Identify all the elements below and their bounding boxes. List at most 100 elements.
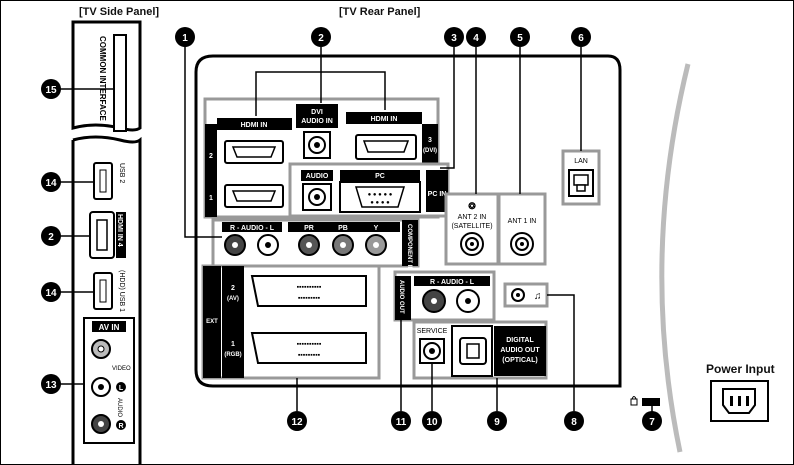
scart-ext1-port [250,332,367,364]
svg-text:(RGB): (RGB) [224,352,241,358]
callout-1 [175,27,195,47]
svg-text:12: 12 [291,417,303,428]
svg-text:(DVI): (DVI) [423,148,437,154]
side-panel-heading: [TV Side Panel] [79,6,160,18]
l-label: L [119,385,124,392]
hdmi-in3-label: HDMI IN [371,116,398,123]
svg-text:2: 2 [48,232,54,243]
kensington-lock-icon [630,396,660,406]
callout-2-side [41,226,61,246]
usb2-label: USB 2 [118,163,125,183]
video-label: VIDEO [112,366,131,372]
lan-label: LAN [574,158,588,165]
common-interface-label: COMMON INTERFACE [98,36,107,122]
svg-text:4: 4 [473,33,479,44]
svg-text:● ● ● ● ●: ● ● ● ● ● [368,192,393,198]
svg-text:1: 1 [231,341,235,348]
svg-text:AUDIO OUT: AUDIO OUT [500,347,540,354]
svg-text:2: 2 [209,153,213,160]
svg-text:3: 3 [451,33,457,44]
callout-6 [571,27,591,47]
svg-text:1: 1 [209,195,213,202]
callout-9 [487,411,507,431]
callout-3 [444,27,464,47]
svg-text:7: 7 [649,417,655,428]
headphone-icon: ♫ [534,291,542,302]
svg-text:14: 14 [45,288,57,299]
svg-text:DVI: DVI [311,109,323,116]
svg-text:▪▪▪▪▪▪▪▪▪: ▪▪▪▪▪▪▪▪▪ [298,352,321,359]
svg-text:9: 9 [494,417,500,428]
svg-text:11: 11 [396,417,407,428]
svg-text:❂: ❂ [467,201,476,211]
svg-text:PC IN: PC IN [428,191,447,198]
side-panel: COMMON INTERFACE USB 2 HDMI IN 4 (HDD) U… [71,20,142,465]
svg-text:(AV): (AV) [227,296,239,302]
svg-text:● ● ● ●: ● ● ● ● [370,200,390,206]
callout-4 [466,27,486,47]
r-badge [116,420,126,430]
av-in-label: AV IN [99,323,120,332]
pc-block: AUDIO PC ● ● ● ● ● ● ● ● ● PC IN [288,162,450,218]
callout-12 [287,411,307,431]
hdmi-in4-badge [116,212,126,258]
r-label: R [118,423,123,430]
tv-back-edge [659,63,691,453]
svg-text:13: 13 [45,380,57,391]
svg-text:AUDIO IN: AUDIO IN [301,118,333,125]
svg-text:2: 2 [231,285,235,292]
svg-text:R - AUDIO - L: R - AUDIO - L [230,225,275,232]
scart-ext2-port [250,275,367,307]
svg-text:8: 8 [571,417,577,428]
callout-10 [422,411,442,431]
callout-8 [564,411,584,431]
power-input-label: Power Input [706,362,775,376]
svg-text:10: 10 [426,417,438,428]
component-in-label: COMPONENT IN [406,224,412,271]
svg-text:EXT: EXT [206,319,218,325]
ant1-in-label: ANT 1 IN [508,218,537,225]
svg-text:DIGITAL: DIGITAL [506,337,534,344]
svg-text:14: 14 [45,178,57,189]
callout-15 [41,79,61,99]
lan-block: LAN [561,149,601,206]
callout-11 [391,411,411,431]
svg-text:15: 15 [45,85,57,96]
service-label: SERVICE [417,328,448,335]
svg-text:3: 3 [428,137,432,144]
svg-text:PR: PR [304,225,314,232]
side-callouts: 15 14 2 14 13 [41,79,114,394]
svg-text:5: 5 [517,33,523,44]
av-in-box [83,317,135,444]
side-audio-label: AUDIO [116,398,122,417]
rear-panel-heading: [TV Rear Panel] [339,6,421,18]
audio-out-label: AUDIO OUT [398,280,404,314]
ant2-in-label: ANT 2 IN [458,214,487,221]
l-badge [116,382,126,392]
callout-13 [41,374,61,394]
callout-14-usb2 [41,172,61,192]
hdmi-in-label: HDMI IN [241,122,268,129]
power-input-block [710,380,769,422]
svg-text:AUDIO: AUDIO [306,173,329,180]
ant2-satellite-label: (SATELLITE) [451,223,492,230]
antenna-block: ❂ ANT 2 IN (SATELLITE) ANT 1 IN [444,192,547,266]
svg-text:R - AUDIO - L: R - AUDIO - L [430,279,475,286]
svg-text:Y: Y [374,225,379,232]
svg-text:▪▪▪▪▪▪▪▪▪▪: ▪▪▪▪▪▪▪▪▪▪ [297,284,322,291]
callout-14-usb1 [41,282,61,302]
component-block: R - AUDIO - L PR PB Y COMPONENT IN [211,218,420,271]
svg-text:▪▪▪▪▪▪▪▪▪▪: ▪▪▪▪▪▪▪▪▪▪ [297,341,322,348]
svg-text:▪▪▪▪▪▪▪▪▪: ▪▪▪▪▪▪▪▪▪ [298,295,321,302]
svg-text:(OPTICAL): (OPTICAL) [502,357,537,364]
headphone-block: ♫ [503,282,549,308]
svg-text:1: 1 [182,33,188,44]
scart-block: EXT 2 (AV) 1 (RGB) ▪▪▪▪▪▪▪▪▪▪ ▪▪▪▪▪▪▪▪▪ … [201,264,381,380]
svg-text:PC: PC [375,173,385,180]
svg-text:PB: PB [338,225,348,232]
usb1-label: (HDD) USB 1 [118,270,125,312]
common-interface-slot [113,34,127,132]
callout-7 [642,411,662,431]
hdmi-in4-label: HDMI IN 4 [116,214,123,247]
